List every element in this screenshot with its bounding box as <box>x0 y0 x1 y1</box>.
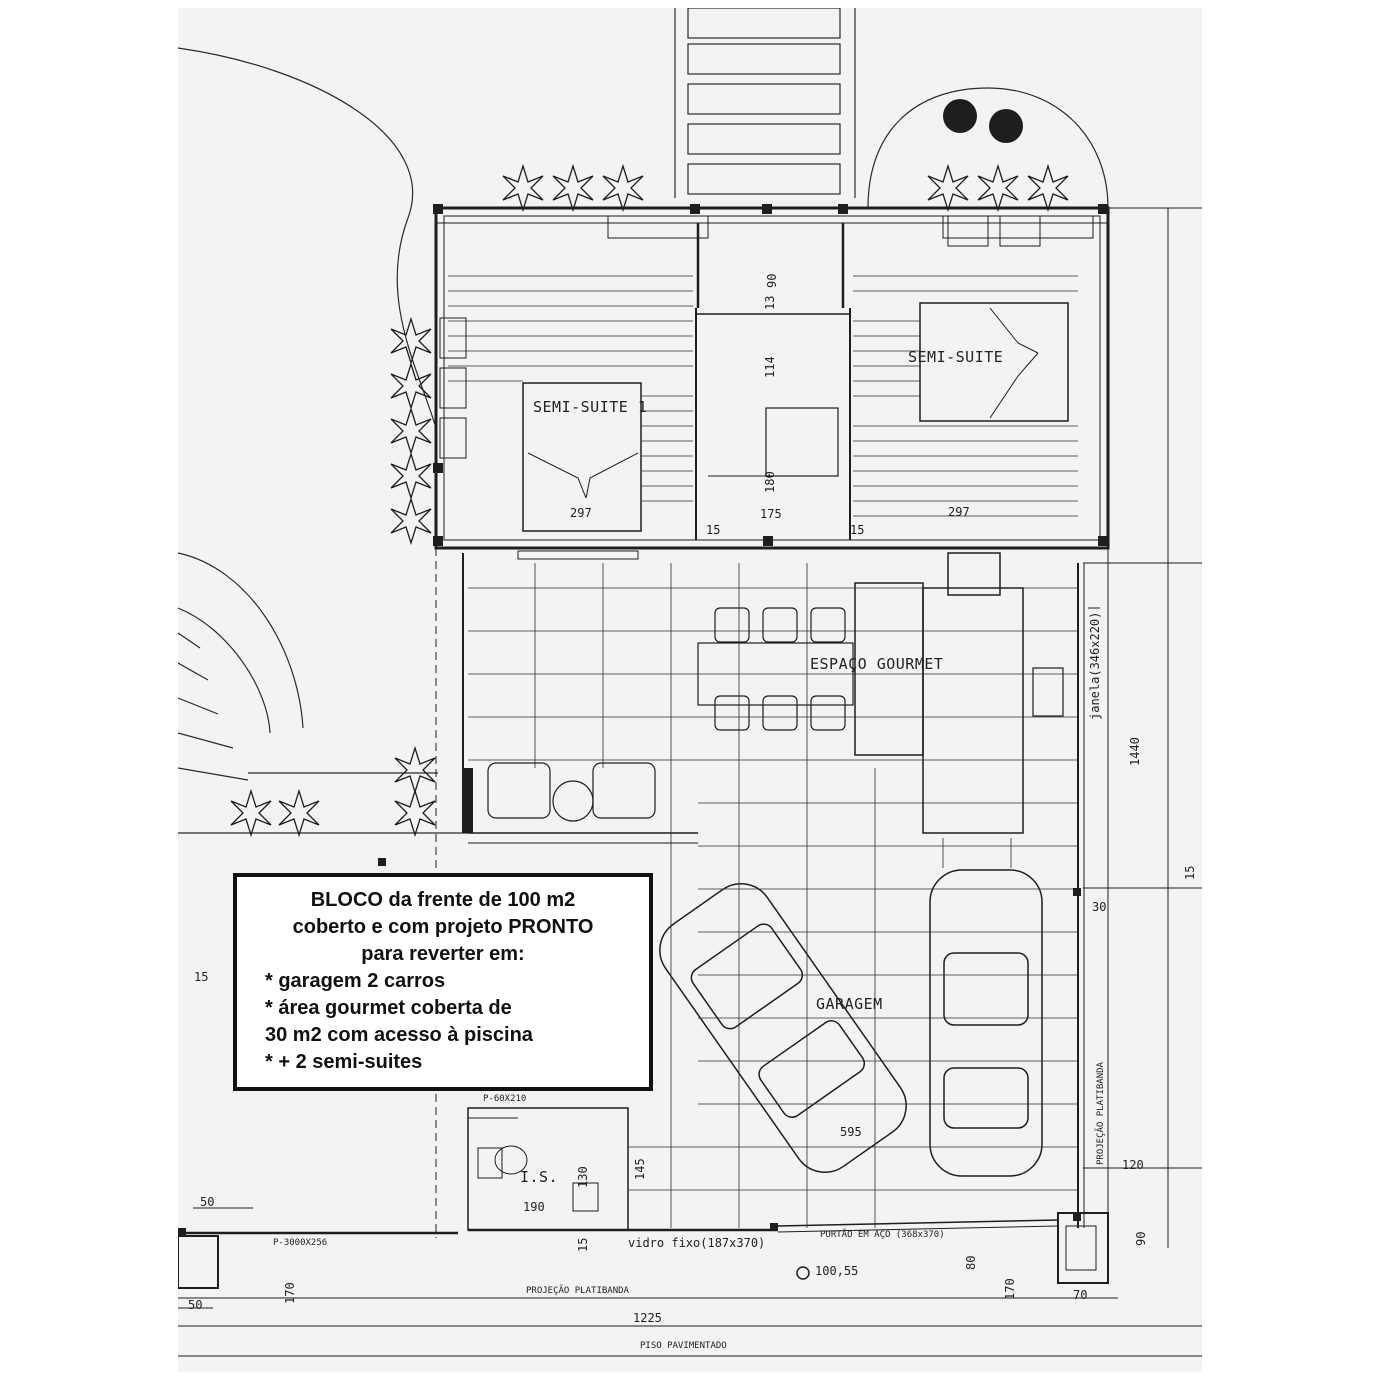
door-p-annotation: P-3000X256 <box>273 1238 328 1248</box>
info-bullet-4: * + 2 semi-suites <box>265 1051 423 1073</box>
bath-sink <box>477 1147 503 1179</box>
room-label-gourmet: ESPAÇO GOURMET <box>810 655 944 673</box>
pool-curve <box>178 47 437 548</box>
level-value: 100,55 <box>815 1264 859 1278</box>
dim-90-b: 90 <box>1134 1231 1148 1246</box>
dim-13: 13 <box>763 295 777 310</box>
upper-block-wall <box>434 206 1110 550</box>
dim-170-b: 170 <box>1003 1278 1017 1300</box>
ramp-steps <box>178 632 468 834</box>
dim-50-a: 50 <box>200 1195 215 1209</box>
stair-grille <box>947 552 1001 596</box>
floor-plan-sheet: SEMI-SUITE 1 SEMI-SUITE ESPAÇO GOURMET G… <box>178 8 1202 1372</box>
suite-floor-planks <box>448 275 1078 517</box>
car-left <box>659 883 907 1173</box>
info-box: BLOCO da frente de 100 m2 coberto e com … <box>233 873 653 1091</box>
dim-145: 145 <box>633 1158 647 1180</box>
dim-90: 90 <box>765 273 779 288</box>
window-annotation: janela(346x220) <box>1088 611 1102 720</box>
dark-trees <box>943 99 1023 143</box>
parapet-bottom-annotation: PROJEÇÃO PLATIBANDA <box>526 1286 629 1296</box>
gourmet-sink <box>1032 667 1064 717</box>
dim-297-right: 297 <box>948 505 970 519</box>
structural-columns <box>178 204 1108 1236</box>
dim-80: 80 <box>964 1255 978 1270</box>
dim-50-b: 50 <box>188 1298 203 1312</box>
circular-ramp <box>178 552 304 734</box>
dim-15-d: 15 <box>194 970 209 984</box>
dim-120: 120 <box>1122 1158 1144 1172</box>
armchair-right <box>592 762 656 819</box>
parapet-right-annotation: PROJEÇÃO PLATIBANDA <box>1096 1062 1106 1165</box>
side-table <box>552 780 594 822</box>
dim-1440: 1440 <box>1128 737 1142 766</box>
level-marker <box>796 1266 810 1280</box>
dim-15-b: 15 <box>850 523 865 537</box>
dim-297-left: 297 <box>570 506 592 520</box>
info-bullet-1: * garagem 2 carros <box>265 970 446 992</box>
info-bullet-2: * área gourmet coberta de <box>265 997 512 1019</box>
dim-170-a: 170 <box>283 1282 297 1304</box>
dim-70: 70 <box>1073 1288 1088 1302</box>
bath-toilet <box>494 1145 528 1175</box>
shrubs <box>230 163 1069 838</box>
garden-arc <box>867 87 1109 209</box>
bed-suite-right <box>919 302 1069 422</box>
car-right <box>929 869 1043 1177</box>
dim-595: 595 <box>840 1125 862 1139</box>
dim-175: 175 <box>760 507 782 521</box>
dim-15-e: 15 <box>576 1237 590 1252</box>
room-label-toilet: I.S. <box>520 1168 559 1186</box>
room-label-garage: GARAGEM <box>816 995 883 1013</box>
dim-15-c: 15 <box>1183 865 1197 880</box>
tile-grid <box>468 563 1078 1228</box>
dim-130: 130 <box>576 1166 590 1188</box>
info-line-3: para reverter em: <box>361 943 525 965</box>
gate-annotation: PORTÃO EM AÇO (368x370) <box>820 1230 945 1240</box>
floor-plan-drawing <box>178 8 1202 1357</box>
room-label-suite-right: SEMI-SUITE <box>908 348 1004 366</box>
dim-15-a: 15 <box>706 523 721 537</box>
bed-suite-left <box>522 382 642 532</box>
info-line-2: coberto e com projeto PRONTO <box>292 916 594 938</box>
info-bullet-3: 30 m2 com acesso à piscina <box>265 1024 533 1046</box>
planters <box>439 215 1041 459</box>
dim-114: 114 <box>763 356 777 378</box>
paved-floor-annotation: PISO PAVIMENTADO <box>640 1341 727 1351</box>
bath-door-tag: P-60X210 <box>483 1094 527 1104</box>
dim-180: 180 <box>763 471 777 493</box>
info-line-1: BLOCO da frente de 100 m2 <box>310 889 576 911</box>
dim-30: 30 <box>1092 900 1107 914</box>
dim-190: 190 <box>523 1200 545 1214</box>
armchair-left <box>487 762 551 819</box>
stepping-slabs <box>674 8 856 198</box>
dim-1225: 1225 <box>633 1311 662 1325</box>
fixed-glass-annotation: vidro fixo(187x370) <box>628 1236 766 1250</box>
room-label-suite-left: SEMI-SUITE 1 <box>533 398 648 416</box>
